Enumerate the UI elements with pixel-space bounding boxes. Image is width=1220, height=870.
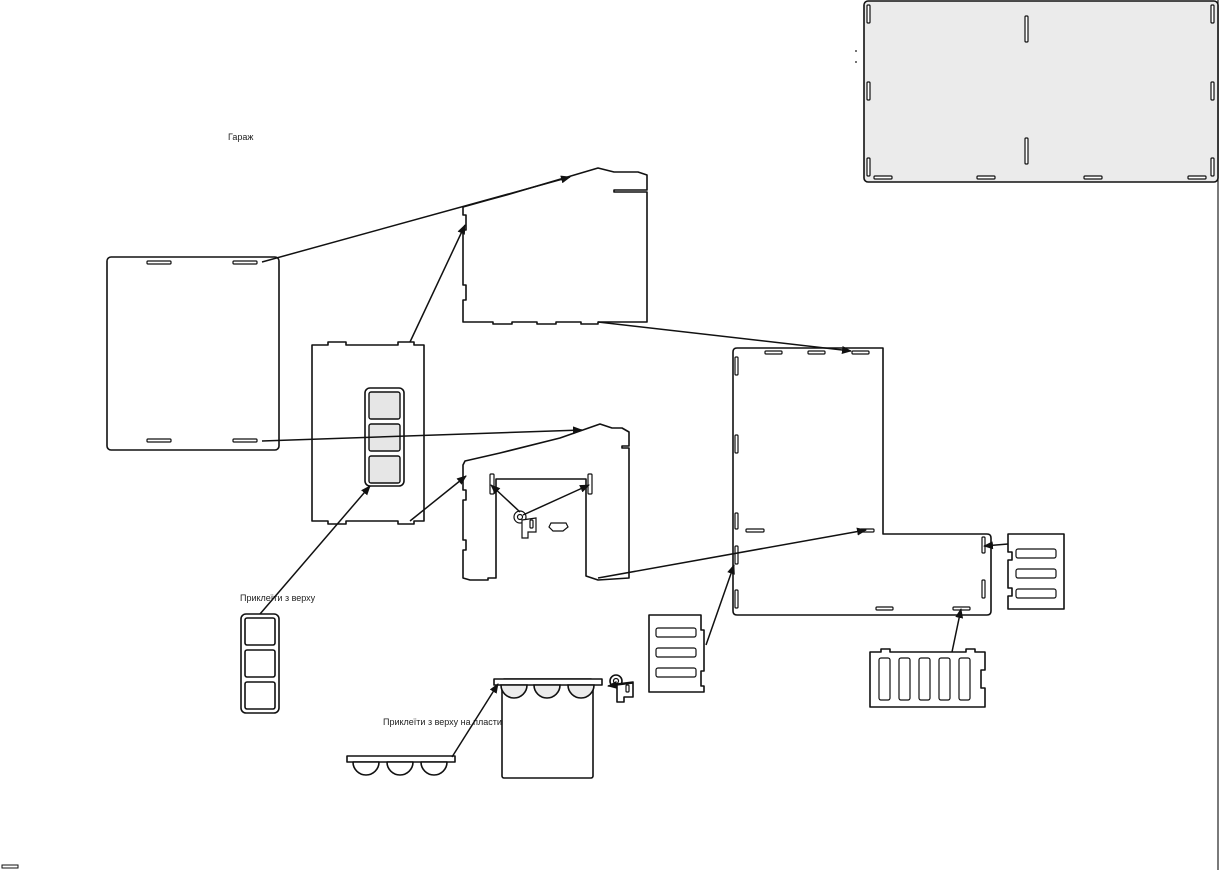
gate-frame [493,678,603,779]
arrow-grille-to-wall [951,608,964,653]
rack-right [1007,533,1065,610]
arrow-roof-to-front-wall [261,426,583,442]
arrow-gate-strip-to-frame [451,683,499,758]
upper-gable-wall [462,167,648,325]
front-wall [462,423,630,581]
rack-left [648,614,705,693]
arrow-front-to-right-wall [597,527,867,579]
arrow-rack-right-to-wall [983,541,1009,550]
arrow-key-to-left-slot [490,484,521,513]
right-wall-assembly [732,347,992,616]
arrow-key-to-right-slot [522,484,590,516]
roof-panel [106,256,280,451]
note-glue-top: Приклеїти з верху [240,593,316,603]
arrow-key-to-gate [607,680,634,689]
arrow-pillar-to-front-wall [409,475,467,522]
gate-strip [346,755,456,776]
arrow-roof-to-gable [261,175,571,263]
note-glue-top-plate: Приклеїти з верху на пластину [383,717,512,727]
arrow-pillar-to-gable [409,224,466,343]
arrow-strip-to-pillar [259,485,371,615]
window-strip-small [240,613,280,714]
grille-panel [869,648,986,708]
assembly-arrows [259,175,1009,758]
pillar-panel [311,341,425,525]
sheet-corner-mark [1,864,19,869]
arrow-rack-to-right-wall [705,564,735,646]
key-piece-small [609,674,634,703]
arrow-gable-to-right-wall [597,321,852,354]
diagram-title: Гараж [228,132,253,142]
base-plate [855,0,1219,183]
